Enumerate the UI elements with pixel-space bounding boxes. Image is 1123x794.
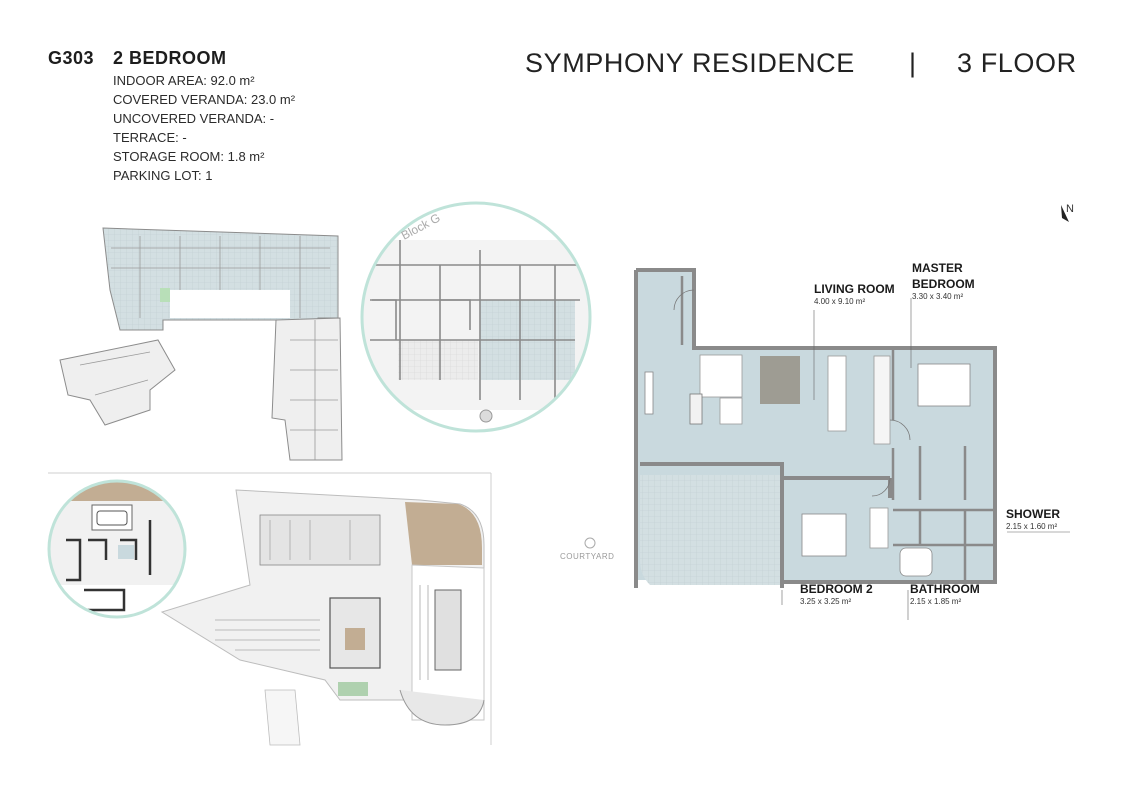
master-bedroom-label-line1: MASTER <box>912 261 963 275</box>
tree-icon <box>584 537 596 549</box>
living-room-dims: 4.00 x 9.10 m² <box>814 297 865 306</box>
unit-code: G303 <box>48 48 95 68</box>
bathroom-label: BATHROOM <box>910 582 980 596</box>
courtyard-marker: COURTYARD <box>560 537 614 561</box>
bedroom-2-dims: 3.25 x 3.25 m² <box>800 597 851 606</box>
bedroom-2-label: BEDROOM 2 <box>800 582 873 596</box>
spec-list: INDOOR AREA: 92.0 m² COVERED VERANDA: 23… <box>113 71 295 185</box>
master-bedroom-label-line2: BEDROOM <box>912 277 975 291</box>
spec-parking-lot: PARKING LOT: 1 <box>113 168 213 183</box>
key-plan <box>59 227 343 461</box>
living-room-label: LIVING ROOM <box>814 282 895 296</box>
floor-title: 3 FLOOR <box>957 48 1077 78</box>
north-arrow-icon <box>1061 205 1069 222</box>
spec-storage-room: STORAGE ROOM: 1.8 m² <box>113 149 265 164</box>
spec-covered-veranda: COVERED VERANDA: 23.0 m² <box>113 92 296 107</box>
bathroom-dims: 2.15 x 1.85 m² <box>910 597 961 606</box>
shower-label: SHOWER <box>1006 507 1060 521</box>
courtyard-label: COURTYARD <box>560 552 614 561</box>
parking-zoom-circle <box>47 479 187 619</box>
unit-type: 2 BEDROOM <box>113 48 227 68</box>
block-zoom-circle: Block G <box>360 201 592 433</box>
unit-floor-plan <box>634 268 1070 620</box>
master-bedroom-dims: 3.30 x 3.40 m² <box>912 292 963 301</box>
compass: N <box>1061 203 1074 222</box>
shower-dims: 2.15 x 1.60 m² <box>1006 522 1057 531</box>
site-plan <box>160 489 485 746</box>
project-title: SYMPHONY RESIDENCE <box>525 48 855 78</box>
spec-uncovered-veranda: UNCOVERED VERANDA: - <box>113 111 275 126</box>
title-separator: | <box>909 48 917 78</box>
spec-indoor-area: INDOOR AREA: 92.0 m² <box>113 73 255 88</box>
spec-terrace: TERRACE: - <box>113 130 187 145</box>
compass-label: N <box>1066 203 1074 215</box>
